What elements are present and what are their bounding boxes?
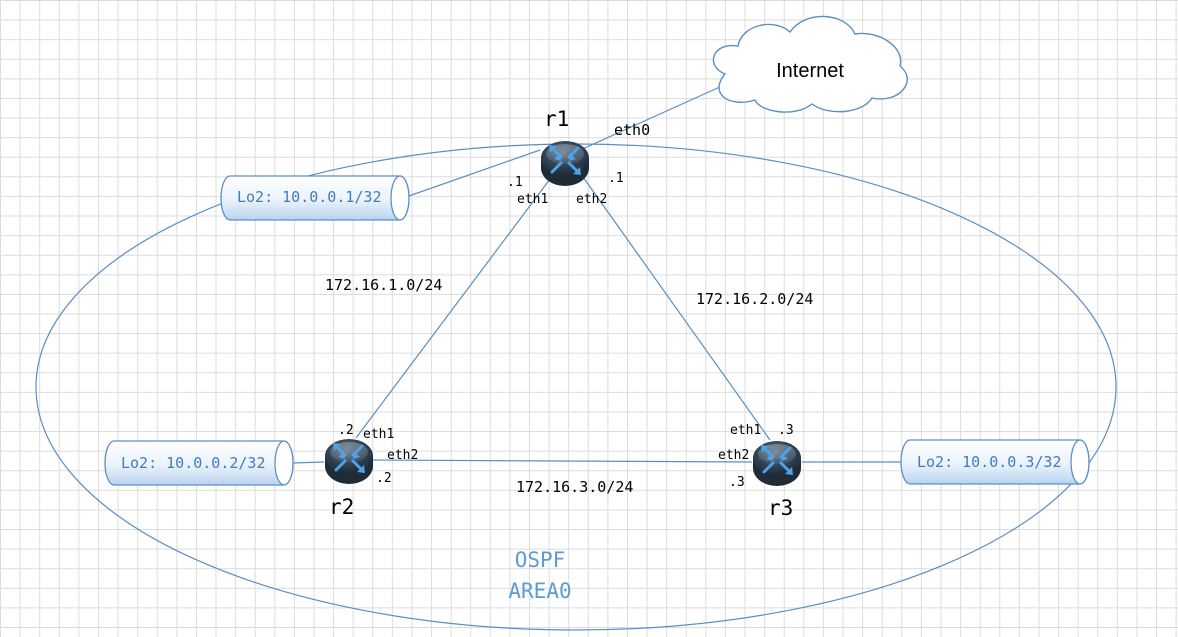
r1-eth1-label: eth1 — [517, 192, 548, 207]
network-r1-r3-label: 172.16.2.0/24 — [696, 290, 813, 308]
r2-eth2-ip: .2 — [376, 471, 392, 486]
link-r2-r3 — [371, 459, 753, 463]
loopback-r1-label: Lo2: 10.0.0.1/32 — [237, 188, 382, 206]
ospf-area-boundary — [35, 143, 1117, 631]
network-r2-r3-label: 172.16.3.0/24 — [516, 478, 633, 496]
loopback-r3-label: Lo2: 10.0.0.3/32 — [917, 453, 1062, 471]
loopback-r2-label: Lo2: 10.0.0.2/32 — [121, 454, 266, 472]
router-r1-name: r1 — [544, 107, 569, 131]
router-r2-icon — [323, 437, 375, 486]
link-r2-loopback — [291, 461, 325, 464]
internet-label: Internet — [776, 60, 844, 82]
area-label-line2: AREA0 — [508, 579, 571, 603]
link-r1-r3 — [577, 169, 771, 441]
r3-eth2-ip: .3 — [729, 475, 745, 490]
link-r1-r2 — [355, 174, 554, 439]
r2-eth1-ip: .2 — [338, 423, 354, 438]
router-r2-name: r2 — [329, 495, 354, 519]
r2-eth1-label: eth1 — [363, 427, 394, 442]
loopback-r3: Lo2: 10.0.0.3/32 — [900, 439, 1090, 485]
r3-eth2-label: eth2 — [718, 448, 749, 463]
r2-eth2-label: eth2 — [387, 448, 418, 463]
r1-eth1-ip: .1 — [507, 175, 523, 190]
r3-eth1-label: eth1 — [730, 423, 761, 438]
router-r1-icon — [539, 139, 591, 188]
link-r1-internet — [577, 85, 723, 152]
r1-eth2-ip: .1 — [608, 171, 624, 186]
network-r1-r2-label: 172.16.1.0/24 — [325, 276, 442, 294]
r1-eth0-label: eth0 — [614, 121, 650, 139]
r3-eth1-ip: .3 — [778, 423, 794, 438]
loopback-r2: Lo2: 10.0.0.2/32 — [104, 440, 294, 486]
link-r1-loopback — [405, 149, 541, 198]
loopback-r1: Lo2: 10.0.0.1/32 — [220, 175, 410, 221]
r1-eth2-label: eth2 — [576, 192, 607, 207]
router-r3-name: r3 — [768, 496, 793, 520]
router-r3-icon — [751, 439, 803, 488]
area-label-line1: OSPF — [515, 548, 566, 572]
internet-cloud: Internet — [712, 15, 908, 113]
